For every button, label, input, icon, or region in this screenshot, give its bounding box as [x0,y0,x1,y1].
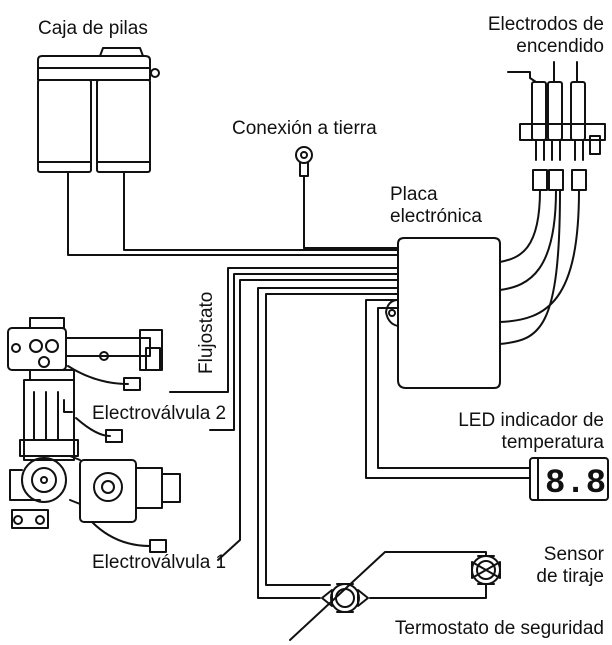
control-board-label-1: Placa [390,184,438,205]
ignition-electrodes [499,61,606,345]
control-board-label-2: electrónica [390,206,482,227]
safety-thermostat-label: Termostato de seguridad [394,618,604,639]
ground-connection-label: Conexión a tierra [232,118,377,139]
safety-thermostat [321,583,369,613]
flue-sensor [289,551,501,641]
ignition-electrodes-label-2: encendido [516,36,604,57]
flue-sensor-label-2: de tiraje [536,566,604,587]
valve-assembly [7,317,181,553]
harness-wires [67,171,531,599]
solenoid-valve-1-label: Electroválvula 1 [92,552,227,573]
led-indicator-label-2: temperatura [501,432,604,453]
ground-terminal [295,146,313,249]
led-display [529,457,609,501]
solenoid-valve-2-label: Electroválvula 2 [92,403,227,424]
led-digits: 8.8. [545,465,612,503]
flue-sensor-label-1: Sensor [543,544,604,565]
control-board [385,237,501,389]
flow-switch-label: Flujostato [196,291,217,374]
battery-box-label: Caja de pilas [38,18,148,39]
battery-box [37,47,160,173]
ignition-electrodes-label-1: Electrodos de [487,14,604,35]
led-indicator-label-1: LED indicador de [458,410,604,431]
